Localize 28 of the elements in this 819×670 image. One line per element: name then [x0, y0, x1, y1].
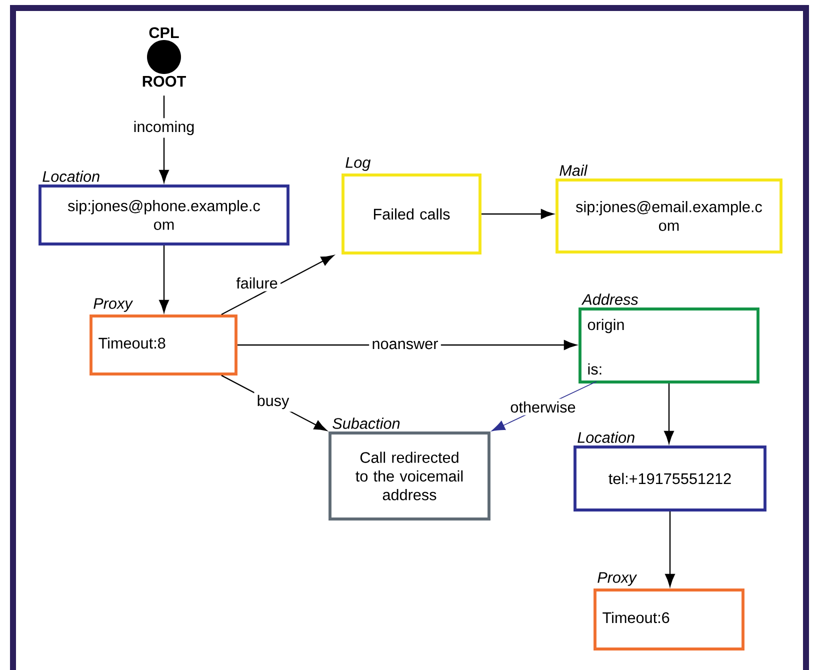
- box-heading: Log: [346, 157, 371, 171]
- edge-label: incoming: [130, 118, 198, 138]
- box-heading: Location: [42, 170, 100, 182]
- edge-label: otherwise: [508, 398, 578, 416]
- box-heading: Mail: [560, 164, 588, 176]
- root-label: CPL: [149, 27, 179, 38]
- arrow: [481, 209, 554, 219]
- box-heading: Address: [581, 294, 638, 305]
- box-heading: Proxy: [598, 572, 638, 586]
- address-box: origin is:: [578, 308, 760, 384]
- root-label: ROOT: [142, 76, 186, 87]
- edge-label: failure: [233, 274, 281, 292]
- proxy-box: Timeout:6: [594, 588, 744, 650]
- box-heading: Proxy: [94, 298, 134, 312]
- arrow: [221, 255, 334, 316]
- box-heading: Subaction: [332, 418, 400, 429]
- arrow: [665, 511, 675, 587]
- location-box: tel:+19175551212: [574, 446, 766, 512]
- box-heading: Location: [578, 432, 634, 443]
- proxy-box: Timeout:8: [90, 314, 238, 376]
- location-box: sip:jones@phone.example.c om: [38, 184, 290, 246]
- edge-label: busy: [254, 392, 292, 412]
- edge-label: noanswer: [369, 338, 441, 352]
- subaction-box: Call redirected to the voicemail address: [328, 432, 490, 520]
- log-box: Failed calls: [342, 174, 482, 254]
- mail-box: sip:jones@email.example.c om: [556, 178, 782, 254]
- arrow: [664, 383, 674, 444]
- arrow: [159, 245, 169, 313]
